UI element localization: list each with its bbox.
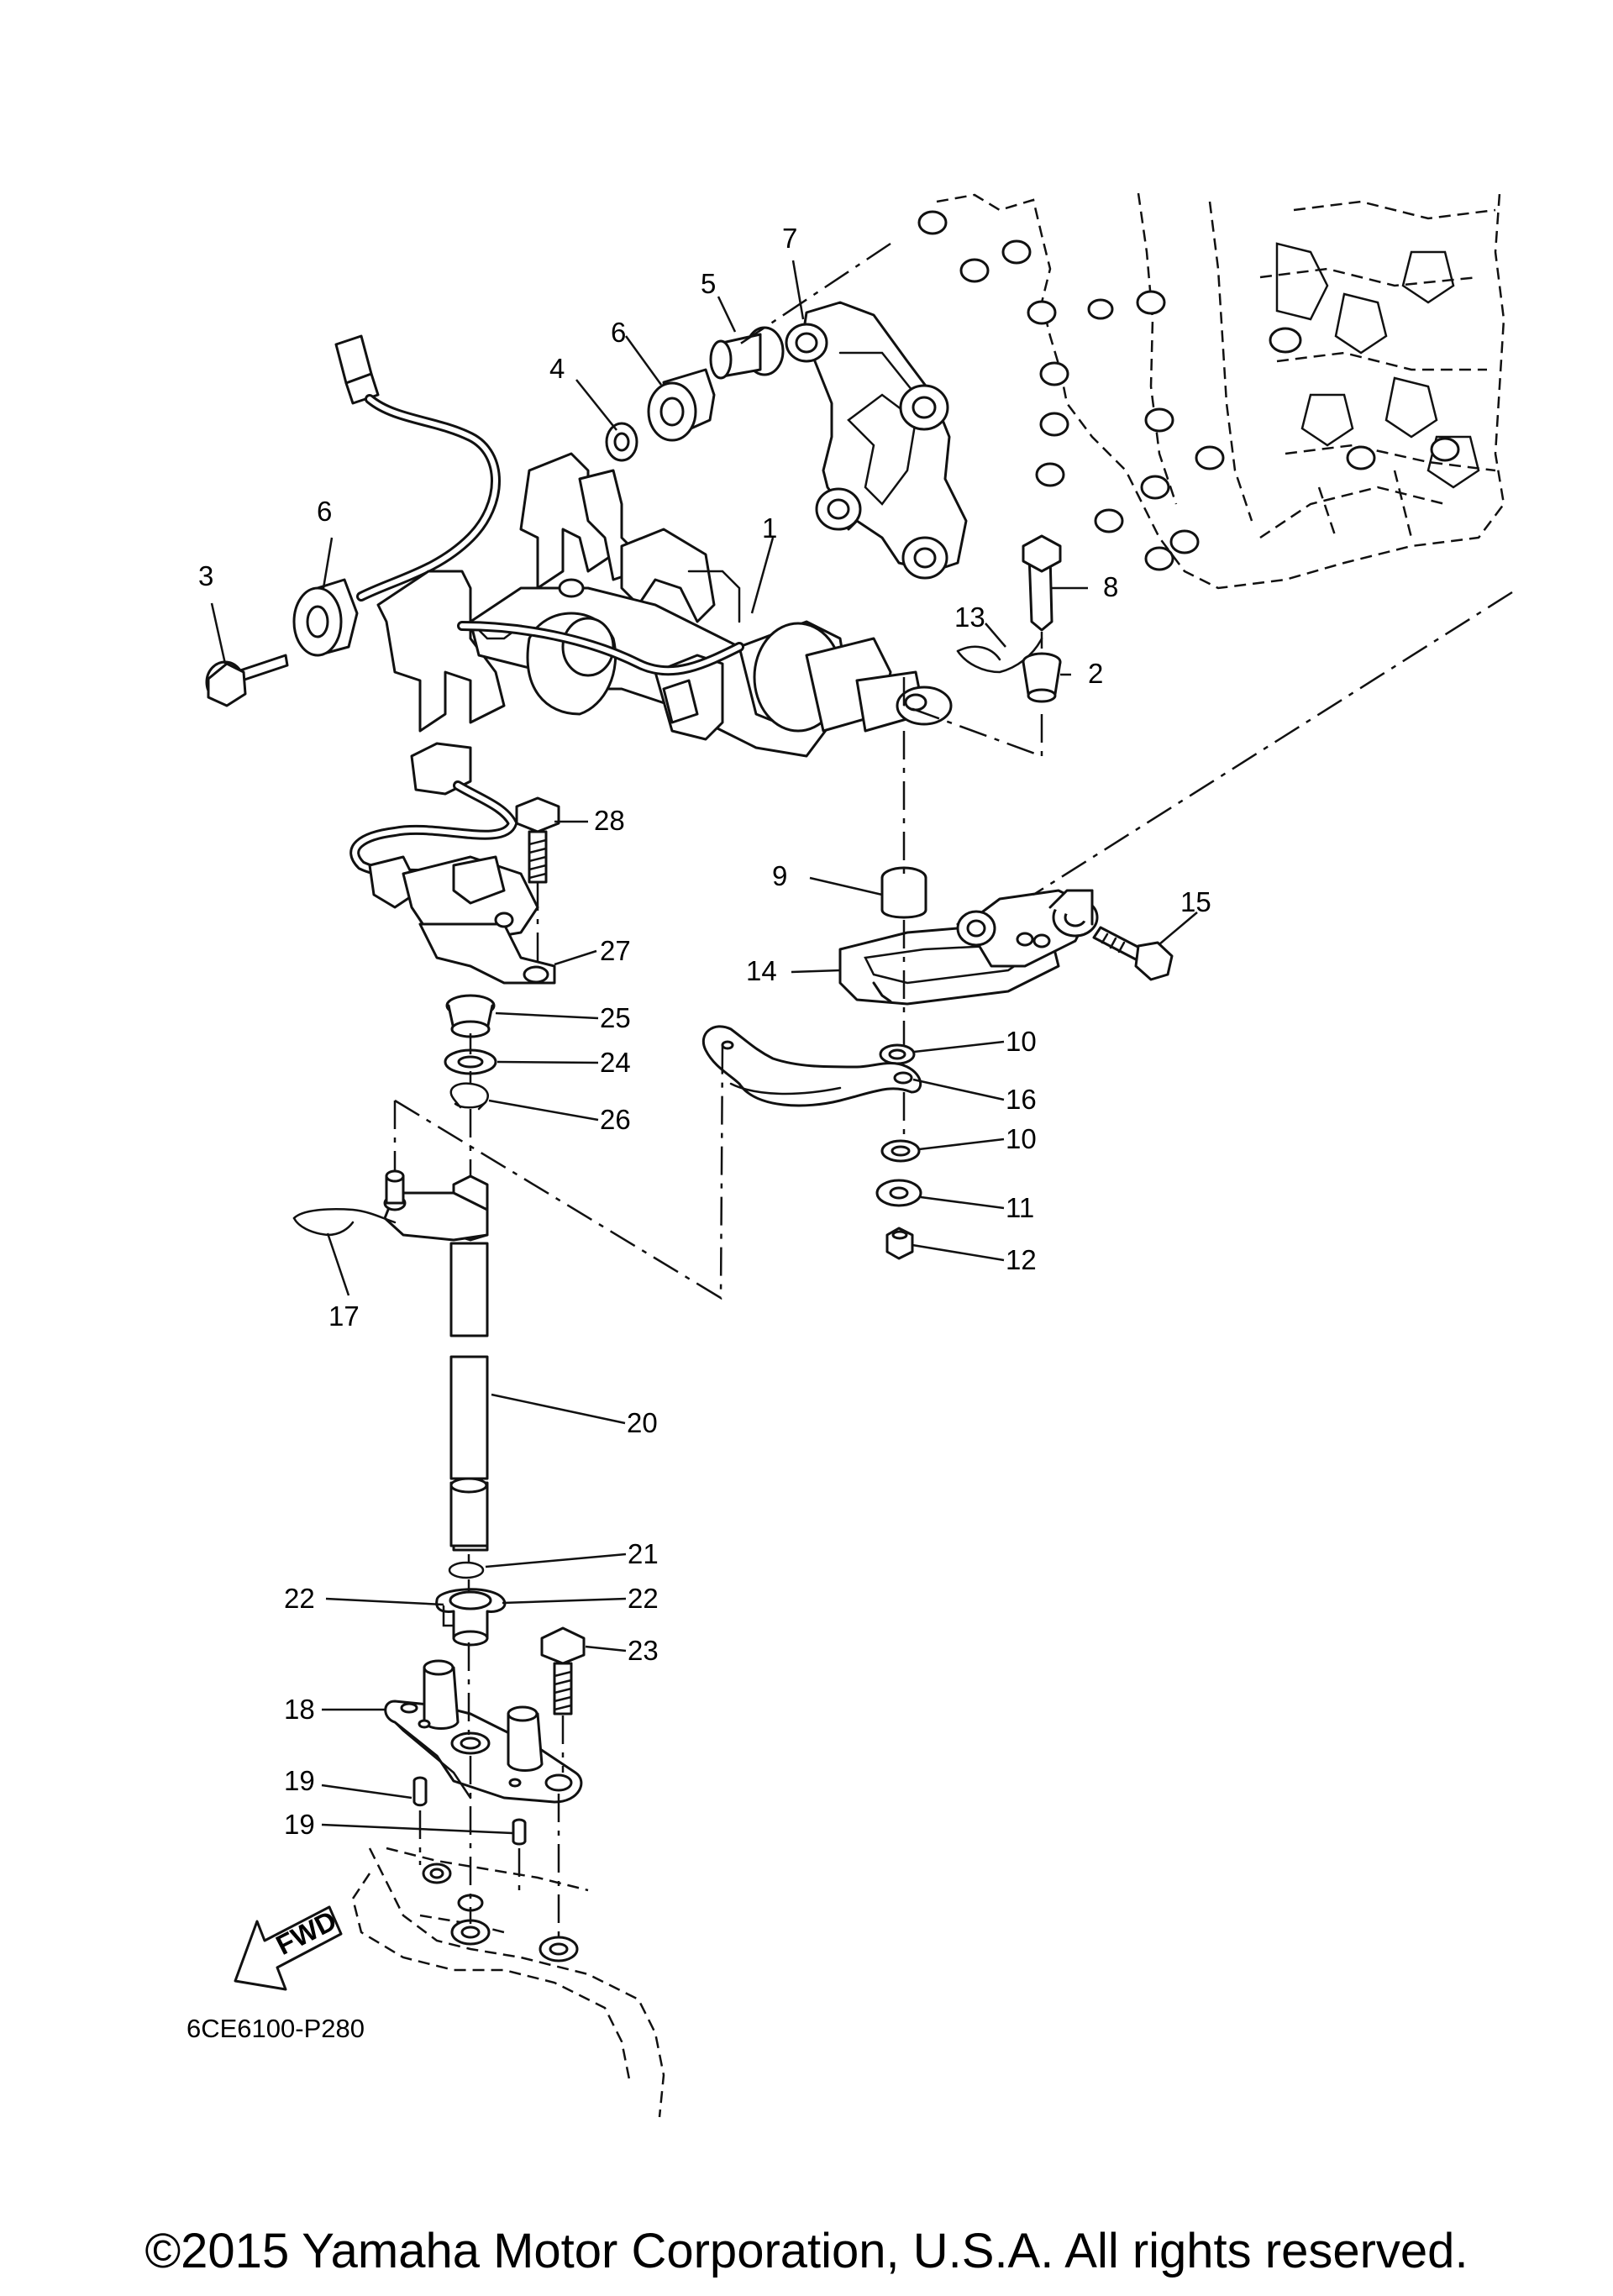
dowel-part-19-lower: [512, 1818, 527, 1846]
part-label-6-left: 6: [317, 496, 332, 527]
collar-part-5: [709, 326, 785, 380]
part-label-25: 25: [600, 1002, 631, 1033]
part-label-10-upper: 10: [1006, 1026, 1037, 1057]
grommet-part-6-left: [292, 578, 359, 657]
shift-unit-part-1: [376, 452, 953, 758]
grommet-part-6-upper: [647, 368, 716, 442]
engine-block-outline: [936, 192, 1505, 590]
part-label-6-upper: 6: [611, 317, 626, 348]
bracket-part-18: [384, 1659, 583, 1804]
bolt-part-28: [515, 796, 560, 884]
bracket-part-7: [785, 301, 968, 580]
part-label-16: 16: [1006, 1084, 1037, 1115]
part-label-26: 26: [600, 1104, 631, 1135]
part-label-17: 17: [328, 1300, 360, 1332]
part-label-19-upper: 19: [284, 1765, 315, 1796]
bushing-part-2: [1022, 652, 1062, 703]
collar-part-9: [880, 866, 927, 919]
part-label-11: 11: [1006, 1192, 1034, 1223]
nut-part-12: [885, 1227, 914, 1260]
part-label-27: 27: [600, 935, 631, 966]
part-label-9: 9: [772, 860, 787, 891]
part-label-2: 2: [1088, 658, 1103, 689]
bushing-part-25: [445, 994, 496, 1038]
bolt-part-3: [205, 654, 289, 707]
part-label-15: 15: [1180, 886, 1211, 917]
clip-part-17: [292, 1208, 397, 1237]
part-label-20: 20: [627, 1407, 658, 1438]
circlip-part-26: [449, 1082, 489, 1111]
copyright-notice: ©2015 Yamaha Motor Corporation, U.S.A. A…: [144, 2224, 1469, 2278]
part-label-22-left: 22: [284, 1583, 315, 1614]
washer-part-10-lower: [880, 1139, 921, 1163]
bushing-part-22: [435, 1588, 507, 1647]
bolt-part-23: [540, 1626, 586, 1715]
clip-part-13: [956, 637, 1043, 674]
fwd-direction-arrow: FWD: [234, 1905, 343, 1991]
part-label-18: 18: [284, 1694, 315, 1725]
part-label-7: 7: [782, 223, 797, 254]
washer-part-4: [605, 422, 638, 462]
part-label-24: 24: [600, 1047, 631, 1078]
part-label-4: 4: [549, 353, 565, 384]
lever-part-14: [838, 889, 1099, 1006]
engine-bolt-bosses: [917, 210, 1460, 571]
oring-part-21: [448, 1561, 485, 1579]
part-label-21: 21: [628, 1538, 659, 1569]
dowel-part-19-upper: [412, 1776, 428, 1807]
lower-casing-outline: [351, 1847, 665, 2118]
pin-part-8: [1022, 534, 1062, 632]
part-label-1: 1: [762, 512, 777, 544]
part-label-3: 3: [198, 560, 213, 591]
assembly-lines: [393, 242, 1513, 1945]
shaft-lever-part-20: [383, 1169, 489, 1552]
part-label-14: 14: [746, 955, 777, 986]
bolt-part-15: [1092, 926, 1174, 981]
part-label-19-lower: 19: [284, 1809, 315, 1840]
washer-part-10-upper: [879, 1043, 916, 1065]
diagram-code: 6CE6100-P280: [187, 2014, 365, 2043]
part-label-23: 23: [628, 1635, 659, 1666]
part-labels: 1 2 3 4 5 6 6 7 8 9 10 10 11 12 13 14 15…: [198, 223, 1211, 1840]
part-label-13: 13: [954, 602, 985, 633]
lever-part-16: [701, 1025, 922, 1107]
part-label-22-right: 22: [628, 1583, 659, 1614]
part-label-10-lower: 10: [1006, 1123, 1037, 1154]
sensor-part-27: [349, 742, 556, 985]
part-label-8: 8: [1103, 571, 1118, 602]
part-label-28: 28: [594, 805, 625, 836]
connector-upper: [334, 334, 501, 602]
part-label-12: 12: [1006, 1244, 1037, 1275]
washer-part-11: [875, 1179, 922, 1207]
leader-lines: [210, 260, 1198, 1835]
part-label-5: 5: [701, 268, 716, 299]
